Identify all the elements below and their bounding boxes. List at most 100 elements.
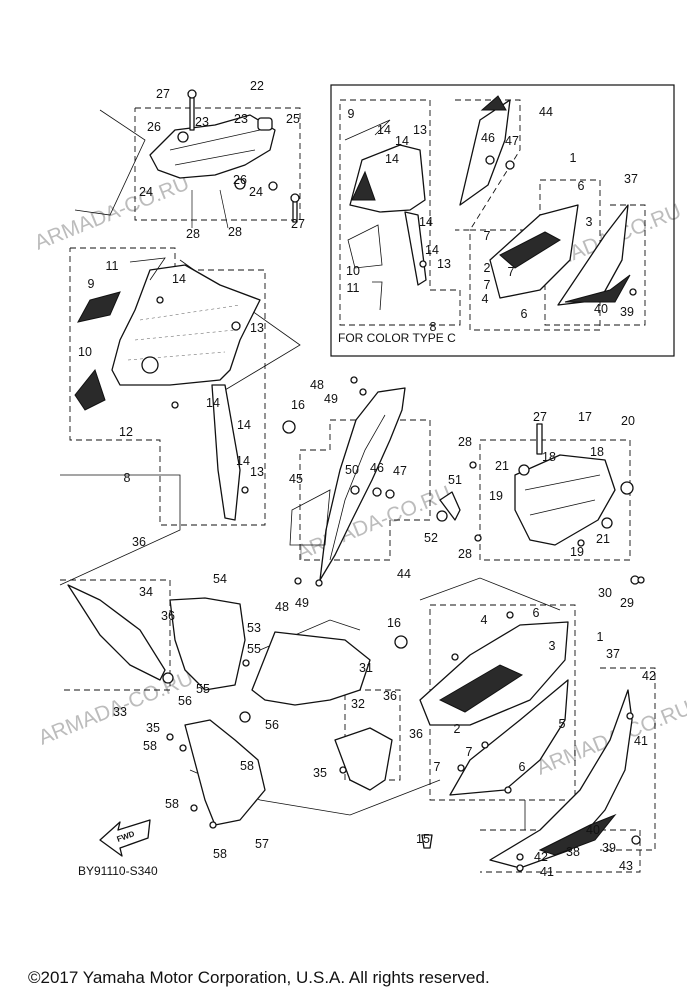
callout-7: 7 — [484, 229, 491, 243]
callout-6: 6 — [519, 760, 526, 774]
callout-12: 12 — [119, 425, 133, 439]
callout-36: 36 — [409, 727, 423, 741]
callout-14: 14 — [395, 134, 409, 148]
callout-2: 2 — [454, 722, 461, 736]
callout-14: 14 — [377, 123, 391, 137]
callout-5: 5 — [559, 717, 566, 731]
callout-41: 41 — [540, 865, 554, 879]
callout-23: 23 — [234, 112, 248, 126]
callout-14: 14 — [236, 454, 250, 468]
callout-37: 37 — [624, 172, 638, 186]
lower-cowl-parts — [67, 584, 393, 829]
callout-14: 14 — [237, 418, 251, 432]
callout-28: 28 — [186, 227, 200, 241]
callout-58: 58 — [165, 797, 179, 811]
copyright-notice: ©2017 Yamaha Motor Corporation, U.S.A. A… — [28, 968, 490, 987]
callout-43: 43 — [619, 859, 633, 873]
callout-19: 19 — [570, 545, 584, 559]
callout-9: 9 — [348, 107, 355, 121]
callout-10: 10 — [78, 345, 92, 359]
callout-26: 26 — [233, 173, 247, 187]
callout-46: 46 — [481, 131, 495, 145]
callout-28: 28 — [458, 547, 472, 561]
callout-8: 8 — [430, 320, 437, 334]
callout-55: 55 — [196, 682, 210, 696]
callout-48: 48 — [275, 600, 289, 614]
callout-7: 7 — [434, 760, 441, 774]
callout-36: 36 — [132, 535, 146, 549]
callout-48: 48 — [310, 378, 324, 392]
callout-29: 29 — [620, 596, 634, 610]
callout-51: 51 — [448, 473, 462, 487]
callout-55: 55 — [247, 642, 261, 656]
callout-27: 27 — [156, 87, 170, 101]
callout-34: 34 — [139, 585, 153, 599]
callout-58: 58 — [143, 739, 157, 753]
callout-21: 21 — [596, 532, 610, 546]
callout-47: 47 — [505, 134, 519, 148]
callout-31: 31 — [359, 661, 373, 675]
callout-30: 30 — [598, 586, 612, 600]
callout-27: 27 — [533, 410, 547, 424]
color-type-c-frame — [330, 84, 675, 357]
callout-26: 26 — [147, 120, 161, 134]
callout-33: 33 — [113, 705, 127, 719]
callout-25: 25 — [286, 112, 300, 126]
callout-42: 42 — [534, 850, 548, 864]
callout-40: 40 — [594, 302, 608, 316]
callout-8: 8 — [124, 471, 131, 485]
callout-54: 54 — [213, 572, 227, 586]
callout-19: 19 — [489, 489, 503, 503]
under-cowl-right: YAMAHA — [489, 689, 641, 872]
callout-20: 20 — [621, 414, 635, 428]
callout-39: 39 — [602, 841, 616, 855]
callout-1: 1 — [570, 151, 577, 165]
callout-13: 13 — [250, 321, 264, 335]
inner-panel-type-c — [344, 119, 427, 311]
callout-42: 42 — [642, 669, 656, 683]
side-cover-type-c — [459, 95, 637, 306]
callout-13: 13 — [413, 123, 427, 137]
fwd-arrow: FWD — [99, 819, 151, 857]
callout-46: 46 — [370, 461, 384, 475]
callout-58: 58 — [213, 847, 227, 861]
callout-41: 41 — [634, 734, 648, 748]
callout-32: 32 — [351, 697, 365, 711]
callout-14: 14 — [425, 243, 439, 257]
callout-21: 21 — [495, 459, 509, 473]
callout-36: 36 — [161, 609, 175, 623]
callout-37: 37 — [606, 647, 620, 661]
callout-14: 14 — [385, 152, 399, 166]
callout-36: 36 — [383, 689, 397, 703]
callout-4: 4 — [481, 613, 488, 627]
callout-56: 56 — [178, 694, 192, 708]
callout-23: 23 — [195, 115, 209, 129]
callout-44: 44 — [397, 567, 411, 581]
callout-6: 6 — [533, 606, 540, 620]
callout-57: 57 — [255, 837, 269, 851]
callout-28: 28 — [458, 435, 472, 449]
front-bracket-assembly — [149, 89, 300, 229]
callout-6: 6 — [578, 179, 585, 193]
callout-3: 3 — [549, 639, 556, 653]
callout-28: 28 — [228, 225, 242, 239]
callout-58: 58 — [240, 759, 254, 773]
callout-38: 38 — [566, 845, 580, 859]
callout-3: 3 — [586, 215, 593, 229]
callout-15: 15 — [416, 832, 430, 846]
callout-49: 49 — [324, 392, 338, 406]
callout-1: 1 — [597, 630, 604, 644]
callout-56: 56 — [265, 718, 279, 732]
callout-44: 44 — [539, 105, 553, 119]
callout-35: 35 — [313, 766, 327, 780]
callout-9: 9 — [88, 277, 95, 291]
callout-24: 24 — [139, 185, 153, 199]
callout-17: 17 — [578, 410, 592, 424]
callout-14: 14 — [206, 396, 220, 410]
callout-11: 11 — [347, 281, 360, 295]
diagram-code: BY91110-S340 — [78, 864, 158, 878]
callout-7: 7 — [466, 745, 473, 759]
